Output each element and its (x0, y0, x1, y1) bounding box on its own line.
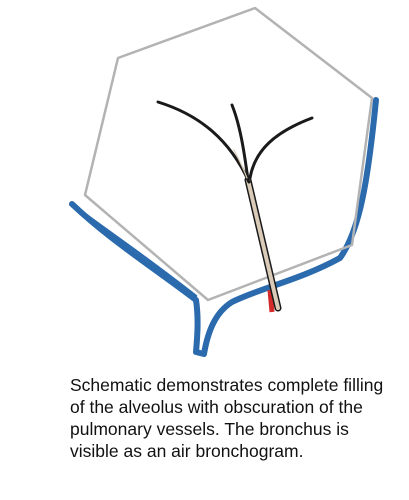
bronchus-tree (156, 100, 314, 312)
alveolus-hexagon (83, 6, 374, 302)
figure-caption: Schematic demonstrates complete filling … (70, 375, 384, 461)
bronchus-branch-left (156, 100, 251, 184)
bronchus-fork-inner (233, 149, 248, 179)
bronchus-branch-right (248, 116, 314, 180)
pleura-thin-edge (70, 202, 198, 298)
bronchus-branch-middle (230, 103, 250, 182)
vessel-stub (267, 289, 275, 313)
alveolus-schematic (69, 6, 379, 357)
bronchus-trunk-lumen (246, 178, 280, 310)
pleura-outline (69, 97, 379, 357)
